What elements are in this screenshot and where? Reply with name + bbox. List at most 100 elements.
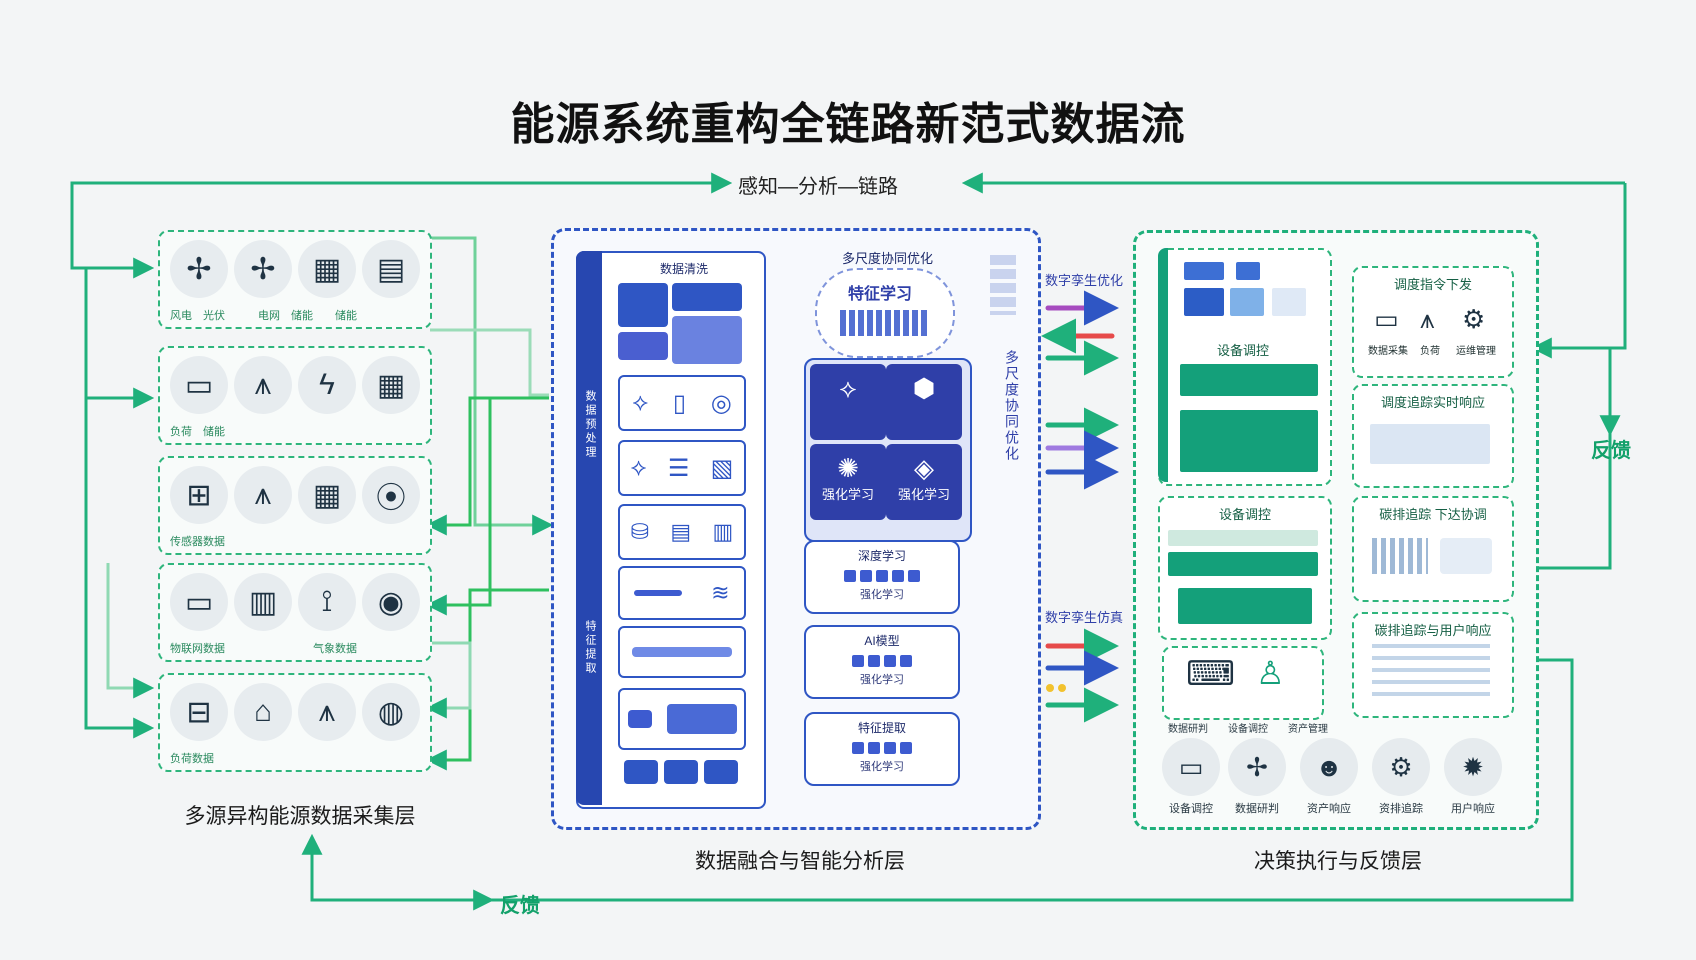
control-row (1168, 552, 1318, 576)
neural-icon: ✺ (837, 453, 859, 483)
control-row (1168, 530, 1318, 546)
transmission-tower-icon: ⩚ (234, 356, 292, 414)
data-block (624, 760, 658, 784)
signal-tower-icon: ⟟ (298, 573, 356, 631)
source-row-label: 风电 光伏 电网 储能 储能 (170, 310, 357, 322)
source-row-label: 物联网数据 气象数据 (170, 643, 357, 655)
pipeline-step (618, 688, 746, 750)
computer-icon: ▭ (1162, 738, 1220, 796)
wind-turbine-icon: ✢ (234, 240, 292, 298)
ai-tile: ✺ 强化学习 (810, 444, 886, 520)
ai-tile: ⬢ (886, 364, 962, 440)
device-control-title: 设备调控 (1218, 507, 1271, 522)
source-row-label: 负荷 储能 (170, 426, 225, 438)
multiscale-title: 多尺度协同优化 (842, 251, 934, 266)
carbon-user-title: 碳排追踪与用户响应 (1374, 623, 1492, 638)
ml-box-title: AI模型 (864, 634, 900, 648)
bottom-caption: 数据研判 设备调控 资产管理 (1168, 724, 1328, 735)
cloud-label: 特征学习 (848, 286, 913, 303)
pipeline-step (618, 626, 746, 678)
feature-cloud (815, 268, 955, 358)
feature-bars (840, 310, 930, 336)
dispatch-item: 数据采集 (1368, 346, 1408, 357)
list-icon: ☰ (667, 454, 690, 482)
lightning-icon: ϟ (298, 356, 356, 414)
device-control-title: 设备调控 (1216, 343, 1269, 358)
source-row: ✢ ✢ ▦ ▤ 风电 光伏 电网 储能 储能 (158, 230, 432, 329)
graph-icon: ⬢ (912, 373, 936, 403)
camera-icon: ◉ (362, 573, 420, 631)
ai-tile-label: 强化学习 (821, 487, 874, 502)
wind-turbine-icon: ✢ (170, 240, 228, 298)
feedback-label: 反馈 (500, 895, 540, 917)
operator-icon: ♙ (1256, 655, 1285, 691)
document-icon: ▯ (672, 389, 687, 417)
network-icon: ⟡ (632, 389, 649, 416)
data-block (618, 283, 668, 327)
source-row: ▭ ⩚ ϟ ▦ 负荷 储能 (158, 346, 432, 445)
network-icon: ⟡ (839, 373, 857, 403)
block-mark (666, 704, 737, 734)
dispatch-title: 调度指令下发 (1393, 277, 1472, 292)
source-row: ▭ ▥ ⟟ ◉ 物联网数据 气象数据 (158, 563, 432, 662)
carbon-title: 碳排追踪 下达协调 (1379, 507, 1487, 522)
battery-cabinet-icon: ▥ (234, 573, 292, 631)
status-tile (1236, 262, 1260, 280)
bar-mark (632, 647, 732, 657)
status-tile (1272, 288, 1306, 316)
bottom-item-label: 设备调控 (1169, 803, 1213, 815)
tower-icon: ⩚ (1420, 304, 1435, 334)
block-mark (627, 710, 652, 728)
substation-icon: ⌂ (234, 683, 292, 741)
digital-twin-label: 数字孪生仿真 (1045, 610, 1124, 625)
control-row (1178, 588, 1312, 624)
dispatch-item: 负荷 (1420, 346, 1440, 357)
data-block (704, 760, 738, 784)
computer-icon: ▭ (1374, 304, 1399, 334)
gear-icon: ⚙ (1372, 738, 1430, 796)
sensor-icon: ◍ (362, 683, 420, 741)
data-block (664, 760, 698, 784)
meter-icon: ⊟ (170, 683, 228, 741)
solar-panel-icon: ▦ (362, 356, 420, 414)
data-block (618, 332, 668, 360)
ml-box: AI模型强化学习 (804, 625, 960, 699)
main-title: 能源系统重构全链路新范式数据流 (510, 100, 1186, 149)
optimization-vertical-label: 多尺度协同优化 (1004, 350, 1020, 462)
data-block (672, 283, 742, 311)
terminal-panel (1162, 646, 1324, 720)
ml-box: 特征提取强化学习 (804, 712, 960, 786)
layers-icon: ◈ (914, 453, 934, 483)
transmission-tower-icon: ⩚ (298, 683, 356, 741)
dispatch-panel: 调度指令下发 (1352, 266, 1514, 378)
ml-box-sub: 强化学习 (860, 761, 904, 773)
feedback-label: 反馈 (1591, 440, 1631, 462)
pie-chart-mini (1440, 538, 1492, 574)
digital-twin-label: 数字孪生优化 (1045, 273, 1124, 288)
wave-icon: ≋ (711, 580, 730, 605)
solar-panel-icon: ▦ (298, 466, 356, 524)
target-icon: ◎ (710, 389, 732, 417)
ai-tile: ◈ 强化学习 (886, 444, 962, 520)
bottom-item-label: 数据研判 (1235, 803, 1279, 815)
scenario-title: 调度追踪实时响应 (1380, 395, 1485, 410)
solar-panel-icon: ▦ (298, 240, 356, 298)
user-icon: ☻ (1300, 738, 1358, 796)
ai-tile-label: 强化学习 (897, 487, 950, 502)
ml-box-title: 深度学习 (857, 549, 906, 563)
decision-layer-label: 决策执行与反馈层 (1254, 850, 1422, 873)
collection-layer-label: 多源异构能源数据采集层 (184, 805, 416, 828)
display-icon: ▭ (170, 573, 228, 631)
pipeline-vertical-label: 特征提取 (584, 620, 596, 676)
gear-icon: ⚙ (1462, 304, 1486, 334)
ml-box-sub: 强化学习 (860, 589, 904, 601)
response-list (1372, 644, 1490, 700)
battery-storage-icon: ▤ (362, 240, 420, 298)
pipeline-step: ⟡ ▯ ◎ (618, 375, 746, 431)
dispatch-item: 运维管理 (1456, 346, 1496, 357)
control-grid (1180, 410, 1318, 472)
status-tile (1184, 288, 1224, 316)
source-row: ⊟ ⌂ ⩚ ◍ 负荷数据 (158, 673, 432, 772)
data-block (672, 316, 742, 364)
bar-chart-mini (1372, 538, 1428, 574)
